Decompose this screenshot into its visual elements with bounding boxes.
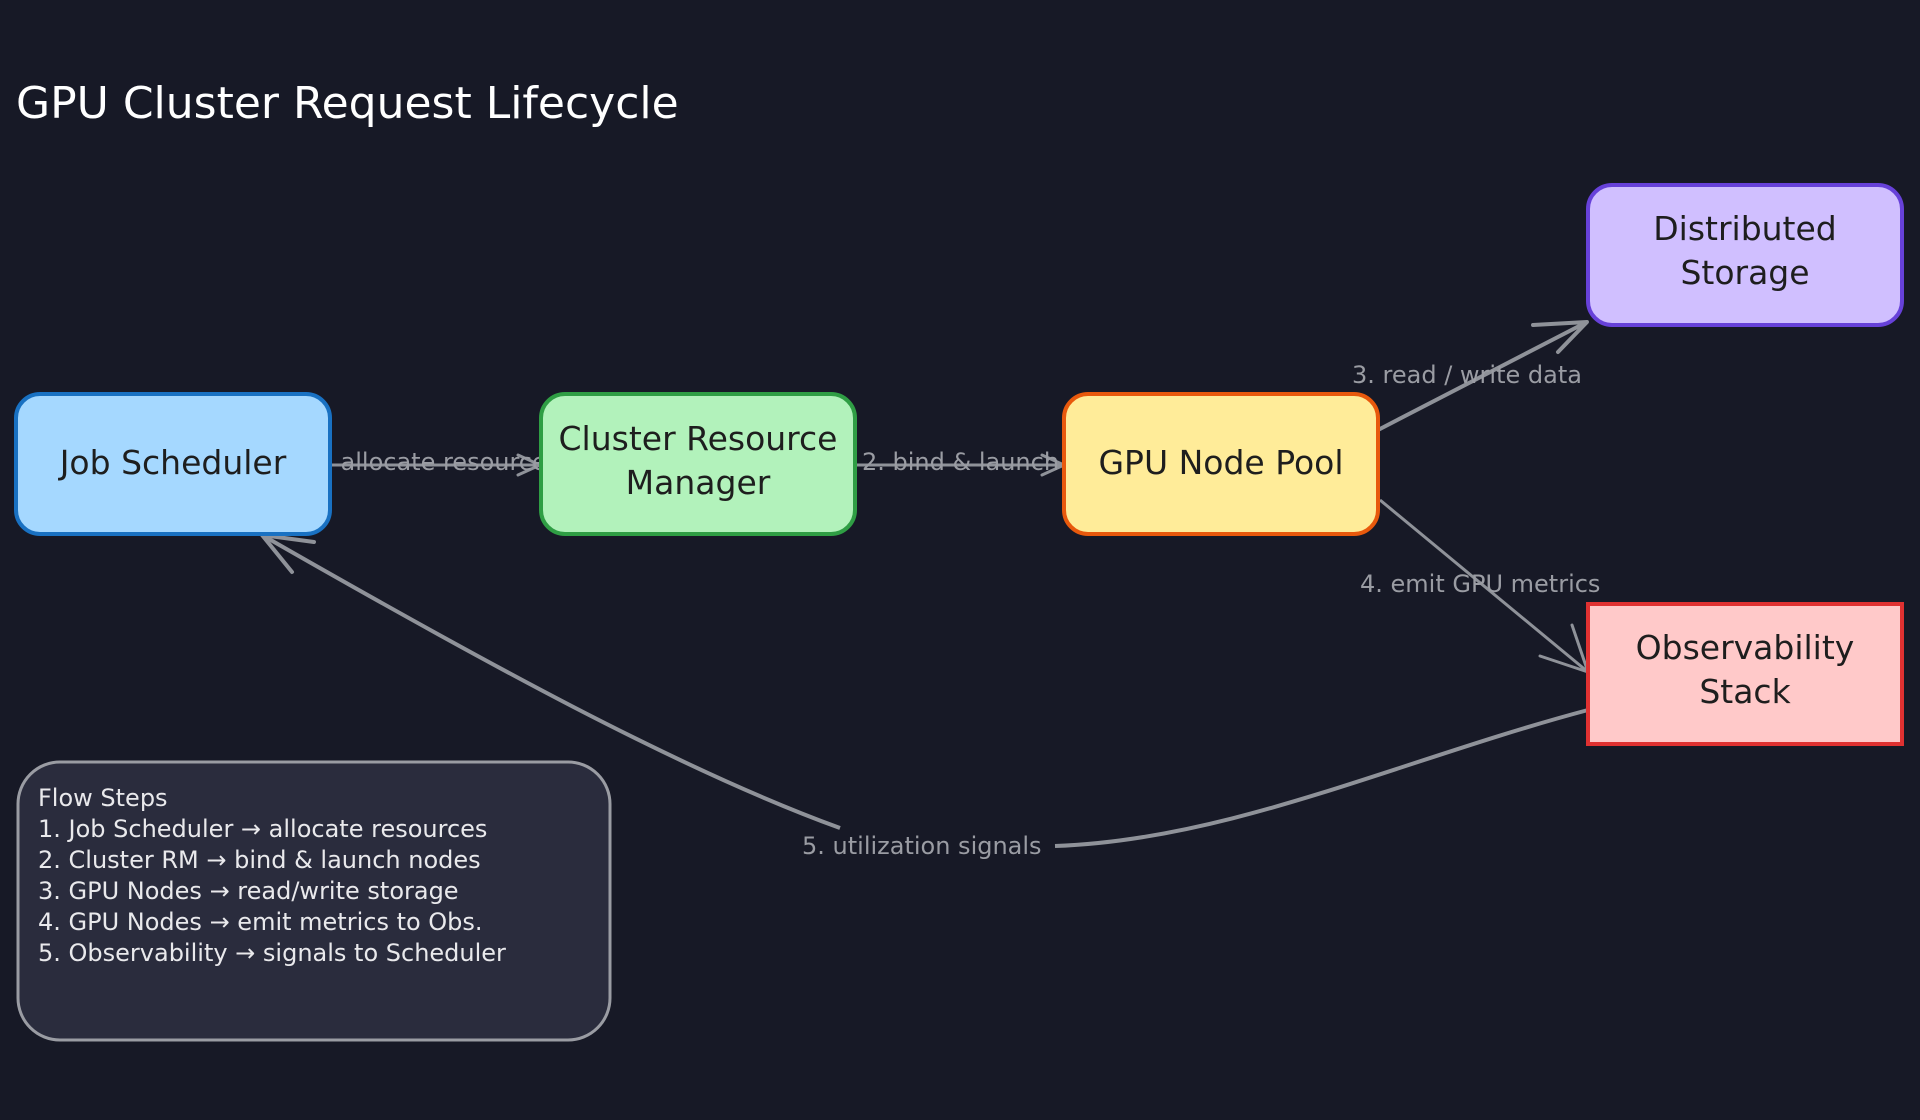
edges bbox=[260, 320, 1590, 848]
flow-steps-box bbox=[16, 760, 612, 1042]
node-observability-stack-label-1: Observability bbox=[1636, 628, 1855, 667]
edge-read-write-line bbox=[1377, 321, 1586, 432]
edge-label-utilization: 5. utilization signals bbox=[802, 832, 1042, 860]
node-gpu-node-pool-label: GPU Node Pool bbox=[1098, 443, 1343, 482]
flow-step-line: 1. Job Scheduler → allocate resources bbox=[38, 815, 487, 843]
node-gpu-node-pool-box bbox=[1062, 392, 1380, 536]
flow-steps-heading: Flow Steps bbox=[38, 784, 168, 812]
flow-steps-panel: Flow Steps 1. Job Scheduler → allocate r… bbox=[16, 760, 612, 1042]
edge-emit-metrics-line bbox=[1379, 498, 1589, 674]
edge-utilization-line-b bbox=[261, 533, 841, 830]
node-job-scheduler-box bbox=[14, 392, 332, 536]
node-distributed-storage-label-1: Distributed bbox=[1653, 209, 1837, 248]
node-distributed-storage[interactable]: Distributed Storage bbox=[1586, 183, 1904, 327]
edge-read-write[interactable] bbox=[1377, 320, 1589, 432]
node-observability-stack-box bbox=[1586, 602, 1904, 746]
edge-label-bind: 2. bind & launch bbox=[862, 448, 1059, 476]
node-gpu-node-pool[interactable]: GPU Node Pool bbox=[1062, 392, 1380, 536]
flow-step-line: 3. GPU Nodes → read/write storage bbox=[38, 877, 459, 905]
node-job-scheduler[interactable]: Job Scheduler bbox=[14, 392, 332, 536]
node-cluster-resource-manager-box bbox=[539, 392, 857, 536]
edge-label-emit-metrics: 4. emit GPU metrics bbox=[1360, 570, 1600, 598]
node-observability-stack[interactable]: Observability Stack bbox=[1586, 602, 1904, 746]
node-observability-stack-label-2: Stack bbox=[1699, 672, 1791, 711]
edge-label-allocate: 1. allocate resources bbox=[310, 448, 559, 476]
edge-label-read-write: 3. read / write data bbox=[1352, 361, 1582, 389]
arrowhead-icon bbox=[1531, 320, 1589, 354]
diagram-title: GPU Cluster Request Lifecycle bbox=[16, 78, 679, 129]
node-cluster-resource-manager-label-1: Cluster Resource bbox=[559, 419, 838, 458]
node-cluster-resource-manager[interactable]: Cluster Resource Manager bbox=[539, 392, 857, 536]
flow-step-line: 4. GPU Nodes → emit metrics to Obs. bbox=[38, 908, 483, 936]
node-distributed-storage-label-2: Storage bbox=[1680, 253, 1809, 292]
node-distributed-storage-box bbox=[1586, 183, 1904, 327]
node-job-scheduler-label: Job Scheduler bbox=[58, 443, 287, 482]
flow-step-line: 2. Cluster RM → bind & launch nodes bbox=[38, 846, 481, 874]
node-cluster-resource-manager-label-2: Manager bbox=[626, 463, 771, 502]
edge-utilization-line-a bbox=[1054, 708, 1589, 848]
flow-step-line: 5. Observability → signals to Scheduler bbox=[38, 939, 506, 967]
